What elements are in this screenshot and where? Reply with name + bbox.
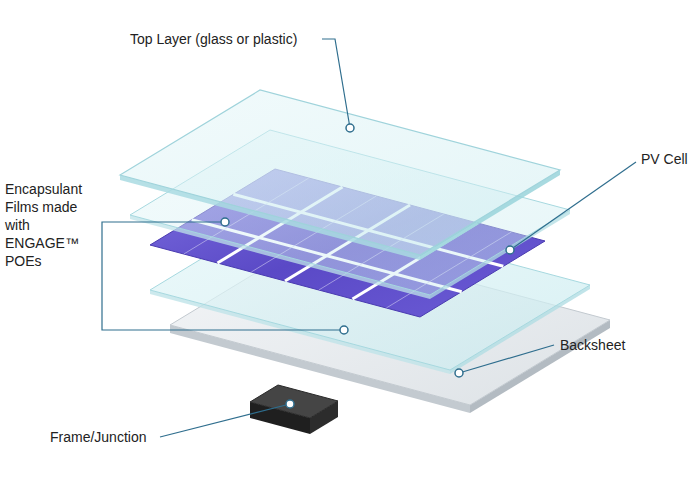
part-label: Frame/Junction: [50, 428, 146, 446]
top-glass-layer: [120, 90, 560, 260]
part-label: Encapsulant Films made with ENGAGE™ POEs: [5, 180, 97, 270]
leader-dots: [221, 124, 514, 408]
leader-lines: [102, 39, 636, 437]
part-label: Backsheet: [560, 336, 625, 354]
junction-box: [250, 385, 338, 434]
part-label: PV Cell: [641, 150, 688, 168]
part-label: Top Layer (glass or plastic): [130, 30, 297, 48]
